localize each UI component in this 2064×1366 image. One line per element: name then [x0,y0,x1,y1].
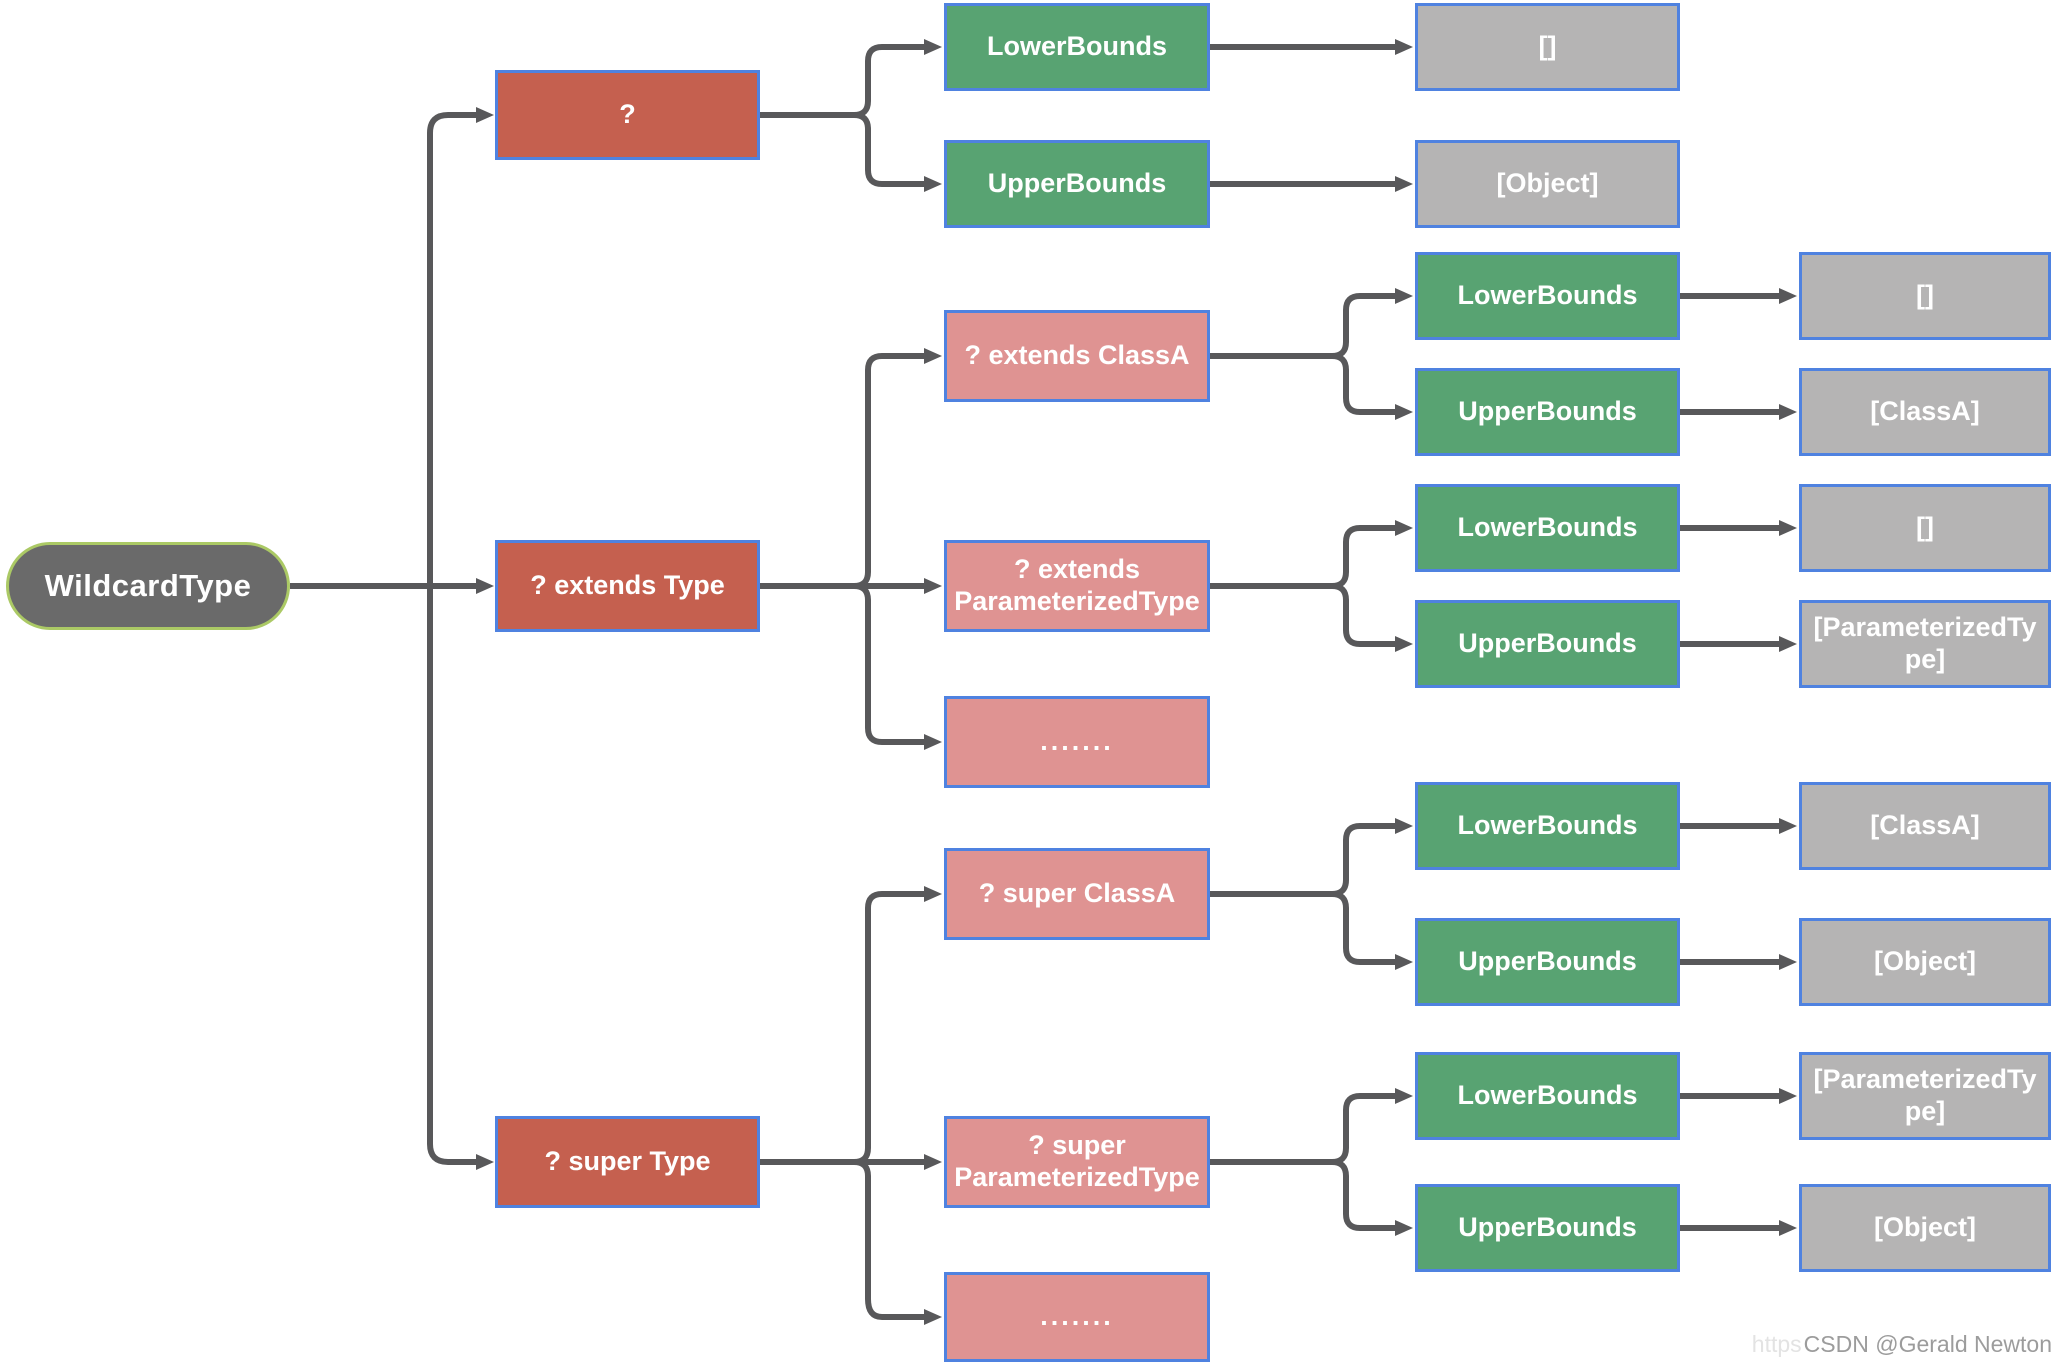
bounds-value-node[interactable]: [] [1799,252,2051,340]
child-super-ellipsis-node[interactable]: ....... [944,1272,1210,1362]
child-extends-parameterizedtype-node[interactable]: ? extends ParameterizedType [944,540,1210,632]
bounds-value-node[interactable]: [Object] [1799,918,2051,1006]
branch-wildcard-node[interactable]: ? [495,70,760,160]
watermark: httpsCSDN @Gerald Newton [1752,1331,2052,1358]
upperbounds-node[interactable]: UpperBounds [1415,1184,1680,1272]
bounds-value-node[interactable]: [] [1799,484,2051,572]
bounds-value-node[interactable]: [ClassA] [1799,782,2051,870]
upperbounds-node[interactable]: UpperBounds [1415,600,1680,688]
lowerbounds-node[interactable]: LowerBounds [1415,252,1680,340]
bounds-value-node[interactable]: [] [1415,3,1680,91]
upperbounds-node[interactable]: UpperBounds [1415,368,1680,456]
bounds-value-node[interactable]: [Object] [1799,1184,2051,1272]
bounds-value-node[interactable]: [ClassA] [1799,368,2051,456]
bounds-value-node[interactable]: [ParameterizedType] [1799,1052,2051,1140]
child-super-classa-node[interactable]: ? super ClassA [944,848,1210,940]
bounds-value-node[interactable]: [Object] [1415,140,1680,228]
bounds-value-node[interactable]: [ParameterizedType] [1799,600,2051,688]
child-extends-ellipsis-node[interactable]: ....... [944,696,1210,788]
upperbounds-node[interactable]: UpperBounds [944,140,1210,228]
child-super-parameterizedtype-node[interactable]: ? super ParameterizedType [944,1116,1210,1208]
branch-super-node[interactable]: ? super Type [495,1116,760,1208]
watermark-url-fragment: https [1751,1331,1802,1357]
root-node[interactable]: WildcardType [6,542,290,630]
child-extends-classa-node[interactable]: ? extends ClassA [944,310,1210,402]
watermark-text: CSDN @Gerald Newton [1803,1331,2052,1357]
lowerbounds-node[interactable]: LowerBounds [944,3,1210,91]
lowerbounds-node[interactable]: LowerBounds [1415,782,1680,870]
branch-extends-node[interactable]: ? extends Type [495,540,760,632]
upperbounds-node[interactable]: UpperBounds [1415,918,1680,1006]
lowerbounds-node[interactable]: LowerBounds [1415,1052,1680,1140]
lowerbounds-node[interactable]: LowerBounds [1415,484,1680,572]
